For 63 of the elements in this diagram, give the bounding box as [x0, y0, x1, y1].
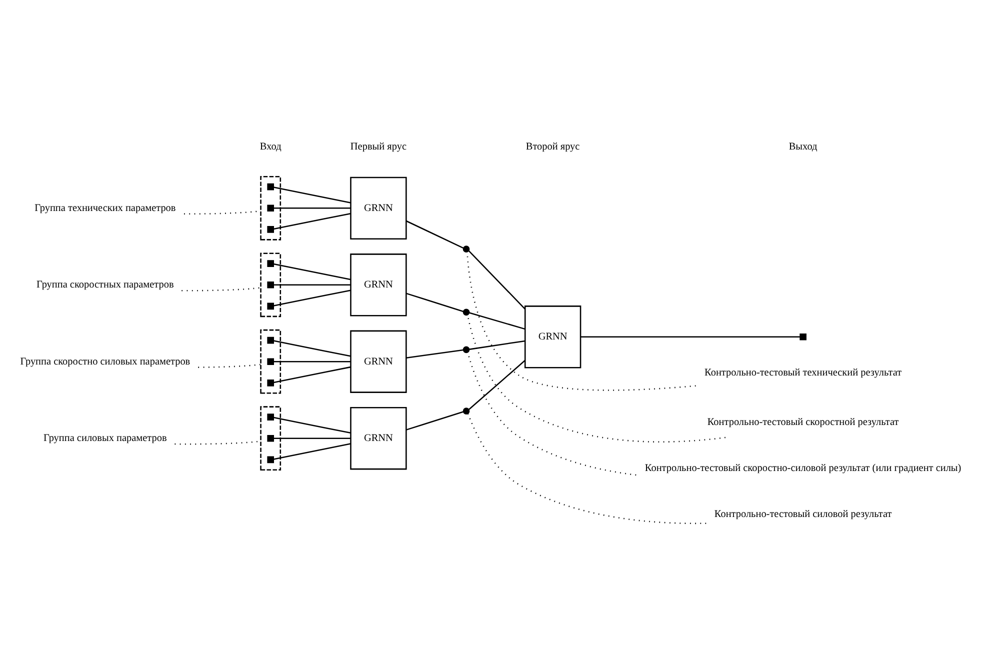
connector [274, 212, 351, 230]
connector [406, 292, 464, 312]
connector [406, 410, 464, 430]
connector [468, 360, 526, 410]
connector [182, 286, 261, 291]
node-box [267, 204, 274, 212]
node-box: GRNN [350, 176, 407, 239]
node-text: Группа скоростно силовых параметров [20, 356, 190, 367]
node-text: Контрольно-тестовый скоростно-силовой результат (или градиент силы) [644, 462, 962, 474]
node-box [267, 434, 274, 442]
connector [468, 250, 526, 309]
node-box [267, 456, 274, 463]
connector [469, 312, 526, 330]
connector [274, 437, 350, 438]
connector [274, 284, 350, 286]
node-circle [462, 407, 470, 414]
node-text: Группа скоростных параметров [36, 279, 174, 290]
node-text: Группа силовых параметров [44, 432, 167, 444]
cluster [260, 406, 282, 470]
node-circle [462, 245, 470, 252]
node-box [267, 182, 274, 190]
cluster [260, 175, 282, 240]
label: Первый ярус [350, 140, 406, 152]
node-box [267, 358, 274, 365]
node-text: Контрольно-тестовый технический результат [704, 366, 902, 378]
node-text: Контрольно-тестовый скоростной результат [707, 416, 899, 428]
cluster [260, 328, 282, 394]
node-box: GRNN [350, 253, 407, 316]
connector [467, 412, 706, 524]
label: Выход [788, 140, 818, 152]
node-box: GRNN [350, 406, 407, 470]
connector [274, 186, 351, 203]
cluster [260, 252, 282, 317]
connector [469, 340, 526, 350]
connector [406, 220, 464, 248]
node-text: Группа технических параметров [34, 202, 176, 214]
node-box [267, 280, 274, 288]
connector [184, 210, 261, 214]
node-box [267, 379, 274, 386]
node-box [800, 332, 806, 340]
node-box [267, 413, 274, 420]
connector [580, 336, 800, 338]
connector [274, 340, 351, 356]
connector [274, 416, 351, 434]
connector [274, 207, 350, 208]
connector [198, 363, 261, 368]
connector [274, 262, 351, 280]
label: Второй ярус [526, 140, 580, 152]
node-box [267, 336, 274, 344]
node-circle [462, 308, 470, 316]
connector [274, 366, 351, 383]
node-box [267, 226, 274, 232]
node-box: GRNN [524, 305, 582, 368]
node-text: Контрольно-тестовый силовой результат [714, 508, 892, 520]
label: Вход [260, 140, 282, 152]
connector [274, 289, 351, 306]
connector [274, 442, 351, 460]
node-box [267, 302, 274, 310]
node-circle [462, 346, 470, 353]
node-box: GRNN [350, 330, 407, 392]
connector [274, 360, 350, 362]
connector [406, 348, 464, 358]
node-box [267, 260, 274, 266]
